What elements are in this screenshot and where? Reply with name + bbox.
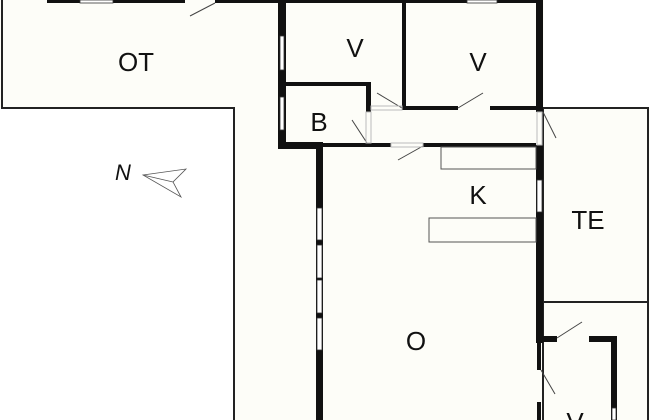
- door-openings: [365, 105, 543, 148]
- room-label-v3: V: [566, 409, 583, 420]
- compass-arrow-icon: [141, 168, 188, 199]
- room-label-o: O: [405, 326, 427, 356]
- windows: [79, 0, 617, 420]
- terrace-lower-outline: [542, 301, 649, 420]
- door-swings: [189, 2, 583, 395]
- terrace-outline: [1, 0, 235, 420]
- counter-island: [428, 217, 537, 243]
- room-label-te: TE: [571, 205, 605, 235]
- room-label-v1: V: [346, 33, 364, 63]
- outside-area: [0, 108, 234, 420]
- room-label-v2: V: [469, 47, 487, 77]
- compass-north-label: N: [115, 160, 131, 185]
- room-label-k: K: [469, 180, 487, 210]
- counter-top: [440, 146, 537, 170]
- room-label-b: B: [310, 107, 328, 137]
- outside-area-top-right: [544, 0, 650, 108]
- room-label-ot: OT: [117, 47, 155, 77]
- kitchen-counters: [428, 146, 537, 243]
